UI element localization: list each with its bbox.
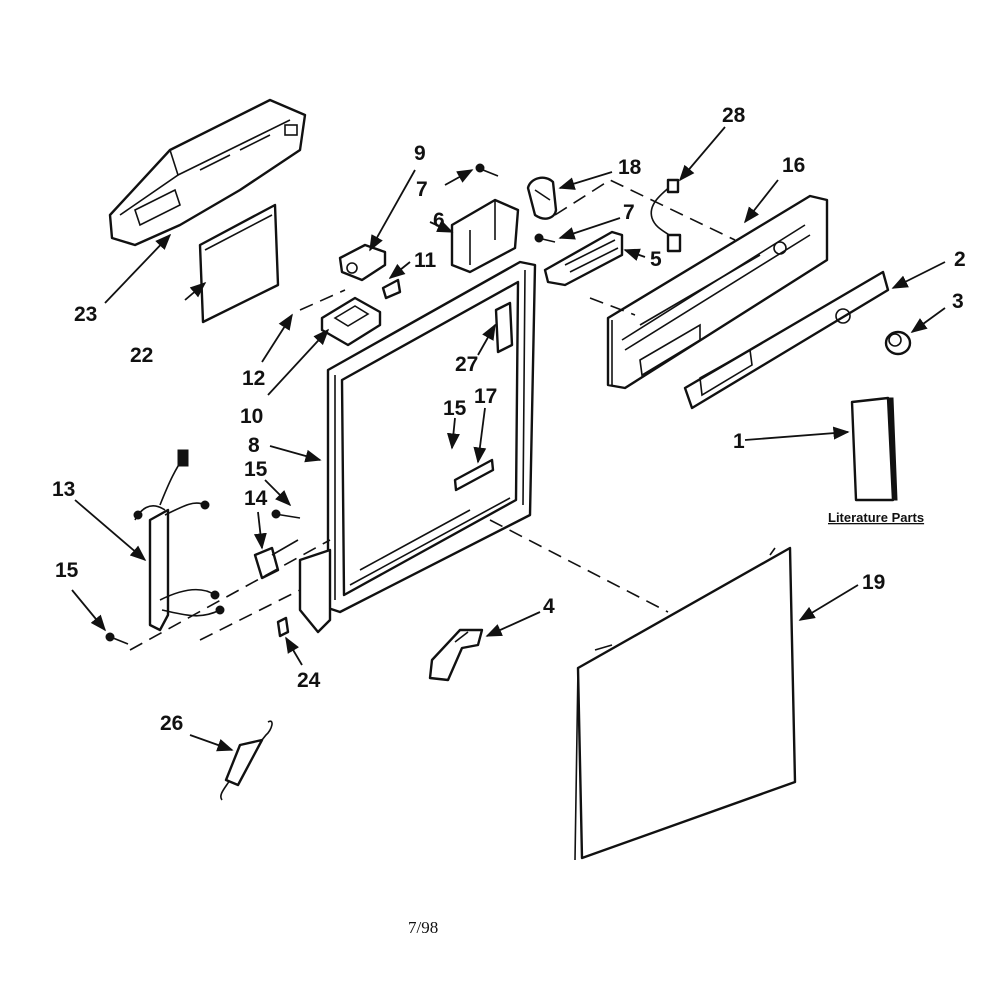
screw-15-left [105, 632, 129, 645]
literature-parts-caption: Literature Parts [828, 510, 924, 525]
screw-15-middle [271, 509, 301, 519]
label-24: 24 [297, 669, 321, 692]
part-23-vent-assembly [108, 98, 307, 247]
part-19-door-panel [574, 546, 797, 861]
label-10: 10 [240, 405, 263, 428]
label-19: 19 [862, 571, 885, 594]
label-4: 4 [543, 595, 555, 618]
leader-arrows [71, 126, 946, 752]
label-28: 28 [722, 104, 746, 127]
part-6-latch-assembly [450, 198, 520, 274]
label-1: 1 [733, 430, 745, 453]
label-2: 2 [954, 248, 966, 271]
label-5: 5 [650, 248, 662, 271]
label-12: 12 [242, 367, 265, 390]
part-5-switch-block [543, 230, 624, 287]
part-11-part [381, 278, 402, 300]
part-3-knob [884, 330, 912, 356]
label-14: 14 [244, 487, 268, 510]
label-26: 26 [160, 712, 183, 735]
label-7-upper: 7 [416, 178, 428, 201]
label-15-middle: 15 [244, 458, 268, 481]
screw-7-lower [534, 233, 556, 243]
part-9-switch [338, 243, 387, 282]
label-17: 17 [474, 385, 497, 408]
label-8: 8 [248, 434, 260, 457]
part-4-hinge [428, 628, 484, 682]
label-9: 9 [414, 142, 426, 165]
screw-7-upper [475, 163, 499, 177]
label-15-inner: 15 [443, 397, 467, 420]
footer-code: 7/98 [408, 918, 438, 937]
assembly-lines [129, 179, 736, 651]
label-27: 27 [455, 353, 478, 376]
label-11: 11 [414, 249, 437, 272]
part-22-panel [198, 203, 280, 324]
label-3: 3 [952, 290, 964, 313]
part-26-spring [220, 720, 273, 801]
label-13: 13 [52, 478, 75, 501]
label-6: 6 [433, 209, 445, 232]
label-7-lower: 7 [623, 201, 635, 224]
part-17-strip [453, 458, 495, 492]
part-8-door-frame [298, 260, 537, 634]
part-28-wire [650, 178, 682, 253]
label-18: 18 [618, 156, 642, 179]
label-23: 23 [74, 303, 97, 326]
part-24-clip [276, 616, 290, 638]
label-15-left: 15 [55, 559, 79, 582]
part-10-bracket [320, 296, 382, 347]
part-27-latch [494, 301, 514, 354]
part-18-actuator [526, 176, 558, 220]
part-1-literature [850, 396, 898, 502]
part-2-panel-overlay [683, 270, 890, 410]
part-14-switch [253, 539, 299, 580]
label-22: 22 [130, 344, 153, 367]
label-16: 16 [782, 154, 805, 177]
part-16-control-panel [606, 194, 829, 390]
part-13-wire-harness [133, 449, 225, 632]
